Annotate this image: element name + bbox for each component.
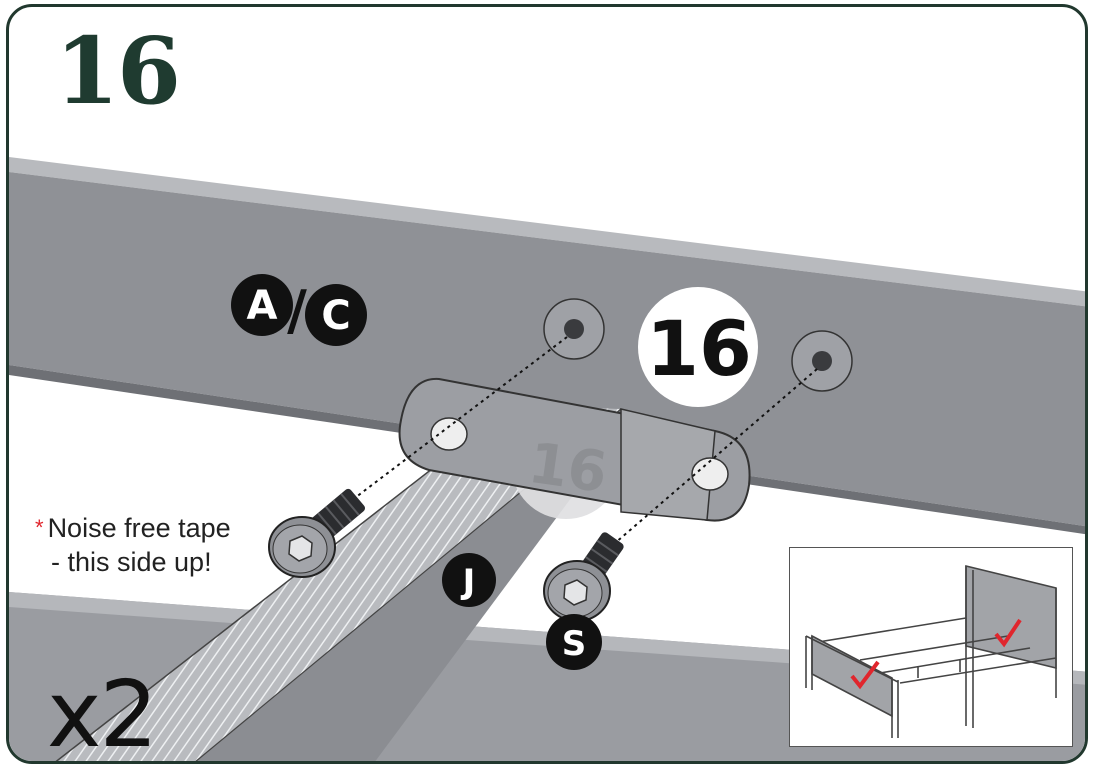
plate-label-text: 16 [525,431,611,506]
svg-text:S: S [562,624,587,664]
note-asterisk: * [35,515,44,540]
badge-part-j: J [442,553,496,607]
checkmark-icon [850,660,880,690]
badge-part-a: A [231,274,293,336]
noise-free-tape [56,405,621,761]
rail-label-circle [638,287,758,407]
note-line-2: - this side up! [51,547,212,577]
plate-hole-right [691,457,729,491]
alignment-line-right [606,368,818,551]
svg-text:A: A [247,283,278,329]
badge-part-c: C [305,284,367,346]
plate-hole-left [430,417,468,451]
bed-frame-diagram [805,564,1057,738]
hex-bolt-icon [543,532,624,622]
svg-text:C: C [321,293,350,339]
rail-hole-right [791,330,853,392]
rail-label-text: 16 [646,304,752,393]
checkmark-icon [994,618,1022,648]
step-number: 16 [55,17,181,125]
tape-note: *Noise free tape - this side up! [35,511,231,579]
mounting-plate [398,377,751,522]
bed-frame-inset [789,547,1073,747]
hex-bolt-icon [268,488,365,578]
svg-text:J: J [461,562,476,602]
instruction-frame: A / C J S 16 16 16 *Noise free tape - th… [6,4,1088,764]
badge-part-s: S [546,614,602,670]
badge-separator: / [287,279,307,342]
note-line-1: Noise free tape [47,513,231,543]
rail-hole-left [543,298,605,360]
alignment-line-left [338,336,568,511]
quantity-label: x2 [47,661,158,764]
